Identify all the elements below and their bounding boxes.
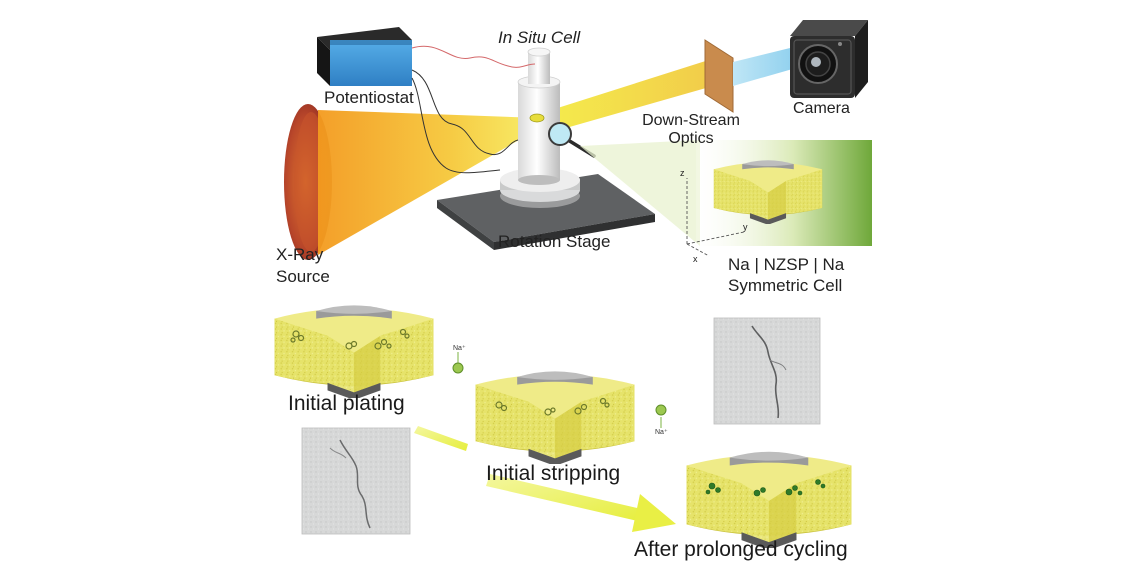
micrograph-initial: [302, 428, 410, 534]
cell-line1: Na | NZSP | Na: [728, 254, 844, 275]
camera-beam: [733, 48, 796, 86]
na-ion-label-1: Na⁺: [453, 344, 466, 352]
pellet-initial-stripping: [476, 371, 635, 466]
xray-source-label: X-Ray Source: [276, 244, 330, 288]
downstream-optics: [705, 40, 733, 112]
cell-line2: Symmetric Cell: [728, 275, 844, 296]
xray-line1: X-Ray: [276, 244, 330, 266]
na-ion-2: [656, 405, 666, 428]
downstream-optics-label: Down-Stream Optics: [636, 112, 746, 148]
pellet-after-cycling: [687, 452, 852, 550]
downstream-line1: Down-Stream: [636, 112, 746, 130]
na-ion-label-2: Na⁺: [655, 428, 668, 436]
potentiostat-label: Potentiostat: [324, 88, 414, 108]
micrograph-cycled: [714, 318, 820, 424]
axis-y-label: y: [743, 222, 748, 232]
axis-x-label: x: [693, 254, 698, 264]
camera-label: Camera: [793, 100, 850, 118]
after-cycling-label: After prolonged cycling: [634, 538, 848, 562]
pellet-initial-plating: [275, 305, 434, 400]
arrow-to-stripping: [414, 426, 468, 451]
xray-line2: Source: [276, 266, 330, 288]
potentiostat: [317, 27, 412, 86]
symmetric-cell-label: Na | NZSP | Na Symmetric Cell: [728, 254, 844, 296]
in-situ-cell: [518, 48, 560, 185]
downstream-line2: Optics: [636, 130, 746, 148]
in-situ-cell-label: In Situ Cell: [498, 28, 580, 48]
camera-icon: [790, 20, 868, 98]
rotation-stage-label: Rotation Stage: [498, 232, 610, 252]
axis-z-label: z: [680, 168, 685, 178]
initial-stripping-label: Initial stripping: [486, 462, 620, 486]
initial-plating-label: Initial plating: [288, 392, 405, 416]
na-ion-1: [453, 352, 463, 373]
